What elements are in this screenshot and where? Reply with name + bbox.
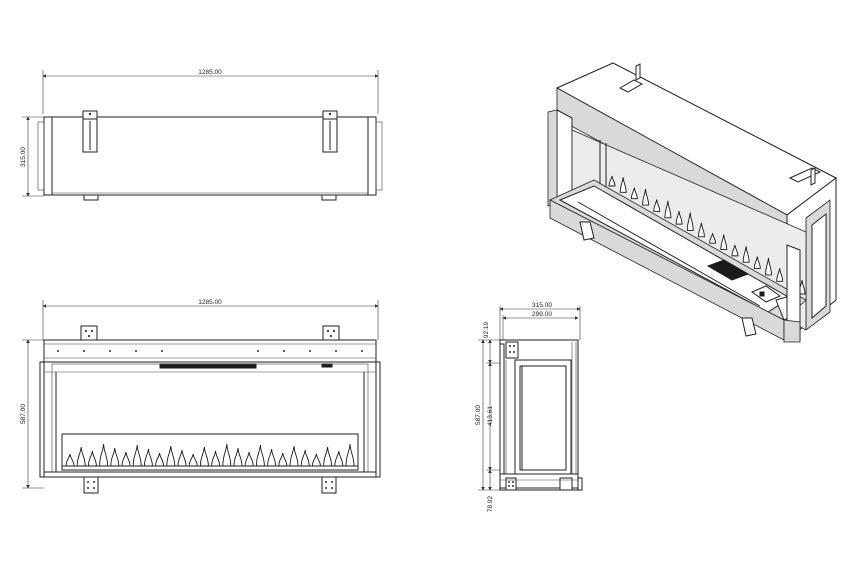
flame-shape	[742, 246, 750, 263]
front-view: 1285.00 587.00	[20, 299, 381, 494]
flame-shape	[166, 445, 176, 467]
flame-shape	[244, 451, 254, 467]
flame-shape	[753, 256, 761, 270]
flame-shape	[143, 448, 153, 467]
flame-shape	[87, 450, 97, 467]
front-bracket-left	[80, 325, 98, 341]
flame-shape	[731, 244, 739, 257]
side-height-dimension: 587.00	[475, 405, 482, 425]
side-bottom-offset-dimension: 78.92	[487, 495, 494, 512]
flame-shape	[267, 448, 277, 467]
flame-shape	[289, 445, 299, 467]
top-width-dimension: 1285.00	[198, 69, 222, 76]
flame-shape	[675, 211, 683, 225]
flame-shape	[233, 447, 243, 467]
control-strip	[159, 363, 257, 369]
flame-shape	[222, 443, 232, 467]
flame-shape	[132, 444, 142, 467]
front-bracket-right	[322, 325, 340, 341]
flame-shape	[776, 268, 784, 282]
flame-shape	[686, 212, 694, 231]
flame-shape	[619, 177, 627, 193]
flame-shape	[697, 222, 705, 238]
flame-shape	[199, 446, 209, 467]
front-height-dimension: 587.00	[20, 404, 27, 424]
flame-shape	[334, 450, 344, 467]
flame-shape	[65, 453, 75, 467]
flame-shape	[121, 451, 131, 467]
flame-shape	[110, 447, 120, 467]
flame-shape	[255, 444, 265, 467]
flame-shape	[177, 449, 187, 467]
front-width-dimension: 1285.00	[198, 299, 222, 306]
flame-shape	[765, 257, 772, 276]
flame-shape	[709, 233, 717, 244]
side-opening-dimension: 413.61	[487, 406, 494, 426]
flame-shape	[323, 446, 333, 467]
front-screw-row	[57, 350, 363, 352]
flame-shape	[720, 234, 728, 250]
top-depth-dimension: 315.00	[20, 147, 27, 167]
flame-shape	[99, 443, 109, 467]
flame-shape	[300, 449, 310, 467]
flame-shape	[188, 453, 198, 467]
flame-shape	[311, 453, 321, 467]
iso-vent	[706, 259, 750, 281]
flame-shape	[76, 446, 86, 467]
flame-shape	[211, 450, 221, 467]
isometric-view	[547, 62, 837, 343]
side-top-offset-dimension: 92.19	[483, 321, 490, 338]
side-view: 315.00 299.00 587.00 92.19 413.61 78.92	[475, 302, 583, 512]
flame-shape	[642, 189, 649, 206]
flame-shape	[653, 199, 661, 212]
front-flames	[65, 443, 355, 467]
side-depth-inner-dimension: 299.00	[532, 311, 552, 318]
flame-shape	[345, 443, 355, 467]
top-view: 1285.00 315.00	[20, 69, 383, 201]
flame-shape	[664, 200, 672, 219]
flame-shape	[608, 175, 616, 187]
top-bracket-left	[82, 110, 98, 153]
flame-shape	[278, 452, 288, 467]
top-bracket-right	[322, 110, 338, 153]
flame-shape	[630, 187, 638, 200]
side-depth-outer-dimension: 315.00	[532, 302, 552, 309]
flame-shape	[155, 452, 165, 467]
